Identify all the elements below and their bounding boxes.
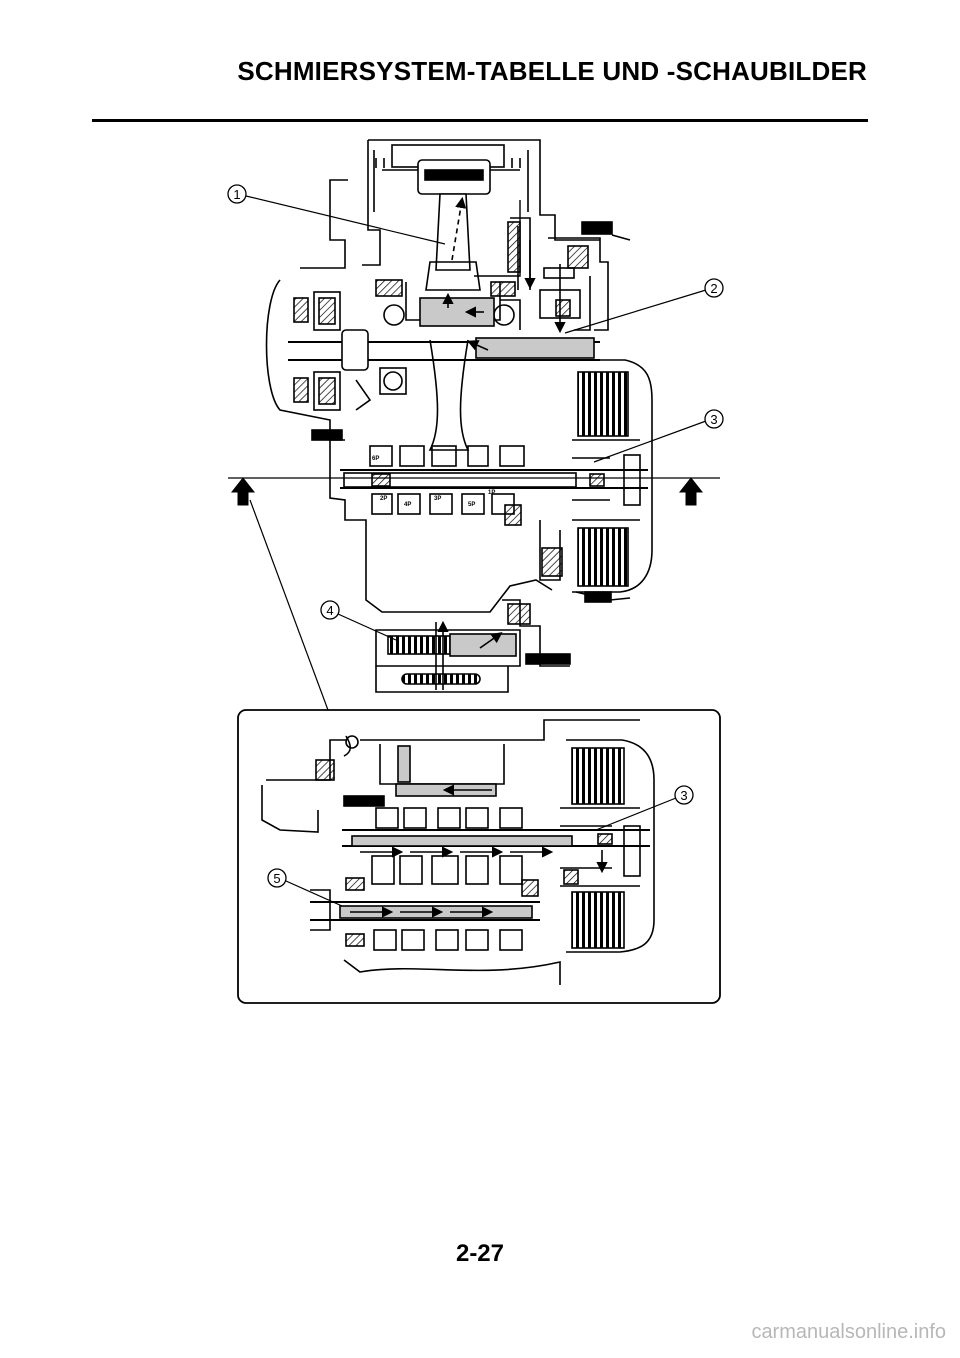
watermark: carmanualsonline.info	[751, 1321, 946, 1343]
callout-leaders	[245, 195, 707, 907]
detail-cross-section	[261, 719, 655, 985]
callout-4: 4	[320, 600, 340, 620]
svg-text:5: 5	[273, 871, 280, 886]
svg-text:3: 3	[710, 412, 717, 427]
gear-marks: 2P 4P 3P 5P 1P 6P	[372, 456, 495, 508]
section-cut-line	[228, 477, 720, 711]
callout-2: 2	[704, 278, 724, 298]
engine-cross-section	[265, 139, 653, 693]
header-rule	[92, 119, 868, 122]
gear-mark-2p: 2P	[380, 496, 387, 502]
callout-5: 5	[267, 868, 287, 888]
detail-inset-frame	[237, 709, 721, 1004]
gear-mark-3p: 3P	[434, 496, 441, 502]
gear-mark-6p: 6P	[372, 456, 379, 462]
callout-1: 1	[227, 184, 247, 204]
svg-text:2: 2	[710, 281, 717, 296]
callout-3-detail: 3	[674, 785, 694, 805]
gear-mark-4p: 4P	[404, 502, 411, 508]
svg-text:4: 4	[326, 603, 333, 618]
page-title: SCHMIERSYSTEM-TABELLE UND -SCHAUBILDER	[237, 56, 867, 86]
gear-mark-1p: 1P	[488, 490, 495, 496]
svg-text:3: 3	[680, 788, 687, 803]
svg-text:1: 1	[233, 187, 240, 202]
gear-mark-5p: 5P	[468, 502, 475, 508]
page-number: 2-27	[455, 1240, 505, 1267]
callout-3: 3	[704, 409, 724, 429]
